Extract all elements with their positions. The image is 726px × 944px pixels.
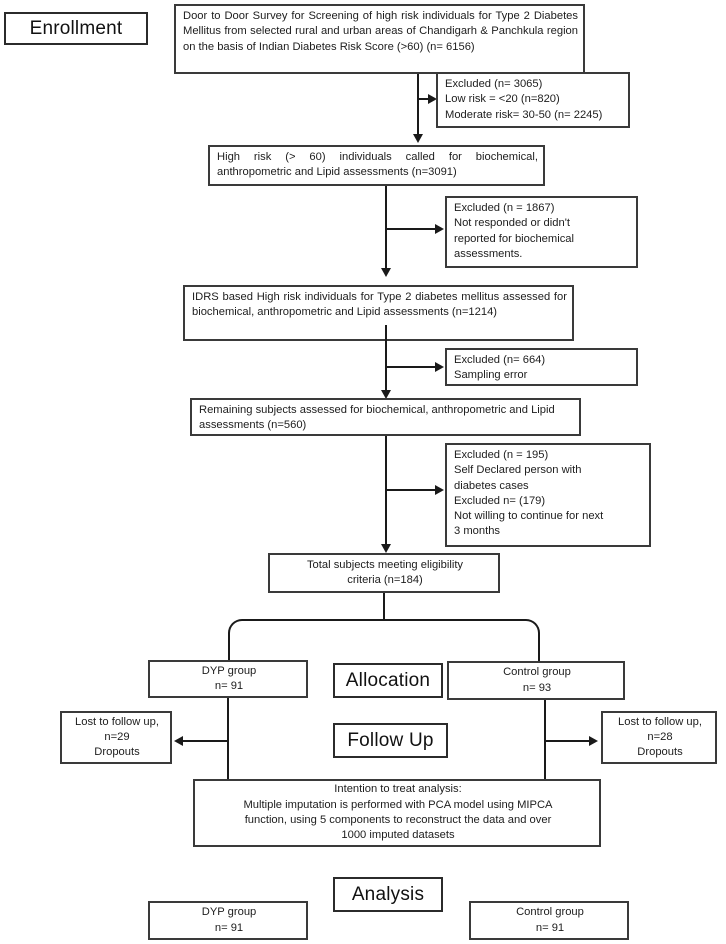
- node-analysis-control-line-1: Control group: [516, 906, 584, 919]
- arrowhead-dyp-to-lost-left: [174, 736, 183, 746]
- connector-eligible-stem: [383, 593, 385, 619]
- node-remaining-subjects-text: Remaining subjects assessed for biochemi…: [199, 404, 555, 432]
- node-lost-followup-right-line-1: Lost to follow up,: [618, 715, 702, 728]
- node-lost-followup-right-line-2: n=28: [647, 730, 673, 743]
- connector-brace-right-drop: [538, 640, 540, 662]
- stage-label-follow-up: Follow Up: [333, 723, 448, 758]
- node-excluded-3-line-1: Excluded (n= 664): [454, 354, 546, 366]
- connector-highrisk-to-idrs: [385, 186, 387, 270]
- node-high-risk-called: High risk (> 60) individuals called for …: [208, 145, 545, 186]
- arrowhead-to-excluded-4: [435, 485, 444, 495]
- node-lost-followup-right-line-3: Dropouts: [637, 746, 683, 759]
- connector-to-excluded-2: [387, 228, 439, 230]
- node-itt-line-3: function, using 5 components to reconstr…: [244, 814, 552, 826]
- node-screening: Door to Door Survey for Screening of hig…: [174, 4, 585, 74]
- node-excluded-4-line-4: Excluded n= (179): [454, 494, 546, 507]
- node-lost-followup-right: Lost to follow up, n=28 Dropouts: [601, 711, 717, 764]
- node-excluded-4-line-3: diabetes cases: [454, 479, 529, 492]
- node-itt-line-2: Multiple imputation is performed with PC…: [243, 798, 553, 811]
- node-excluded-3: Excluded (n= 664) Sampling error: [445, 348, 638, 386]
- node-excluded-3-line-2: Sampling error: [454, 369, 528, 382]
- node-excluded-2-line-4: assessments.: [454, 247, 523, 260]
- node-intention-to-treat: Intention to treat analysis: Multiple im…: [193, 779, 601, 847]
- connector-allocation-split-brace: [228, 619, 540, 661]
- node-idrs-assessed-text: IDRS based High risk individuals for Typ…: [192, 291, 567, 319]
- connector-control-to-lost-right: [546, 740, 592, 742]
- arrowhead-remaining-to-eligible: [381, 544, 391, 553]
- connector-brace-left-drop: [228, 640, 230, 662]
- stage-label-follow-up-text: Follow Up: [347, 730, 434, 751]
- arrowhead-to-excluded-1: [428, 94, 437, 104]
- stage-label-enrollment: Enrollment: [4, 12, 148, 45]
- node-allocation-dyp-line-2: n= 91: [214, 680, 244, 692]
- stage-label-allocation-text: Allocation: [345, 670, 431, 691]
- node-itt-line-4: 1000 imputed datasets: [341, 829, 455, 842]
- arrowhead-control-to-lost-right: [589, 736, 598, 746]
- arrowhead-highrisk-to-idrs: [381, 268, 391, 277]
- node-allocation-dyp-group: DYP group n= 91: [148, 660, 308, 698]
- node-excluded-2-line-2: Not responded or didn't: [454, 217, 570, 230]
- connector-idrs-to-remaining: [385, 325, 387, 393]
- connector-control-to-itt: [544, 700, 546, 782]
- node-allocation-control-line-2: n= 93: [522, 681, 552, 694]
- stage-label-allocation: Allocation: [333, 663, 443, 698]
- node-analysis-dyp-group: DYP group n= 91: [148, 901, 308, 940]
- node-excluded-4-line-2: Self Declared person with: [454, 464, 582, 477]
- stage-label-analysis-text: Analysis: [351, 884, 425, 905]
- node-excluded-4: Excluded (n = 195) Self Declared person …: [445, 443, 651, 547]
- arrowhead-to-excluded-3: [435, 362, 444, 372]
- node-excluded-1-line-1: Excluded (n= 3065): [445, 78, 543, 90]
- node-excluded-2-line-1: Excluded (n = 1867): [454, 202, 555, 214]
- node-eligible-subjects-line-2: criteria (n=184): [347, 574, 423, 586]
- node-allocation-control-line-1: Control group: [503, 666, 571, 679]
- node-allocation-dyp-line-1: DYP group: [201, 664, 257, 677]
- node-high-risk-called-text: High risk (> 60) individuals called for …: [217, 151, 538, 179]
- node-excluded-4-line-6: 3 months: [454, 525, 501, 538]
- node-excluded-4-line-1: Excluded (n = 195): [454, 449, 549, 461]
- node-lost-followup-left-line-1: Lost to follow up,: [75, 715, 159, 728]
- node-excluded-1: Excluded (n= 3065) Low risk = <20 (n=820…: [436, 72, 630, 128]
- connector-dyp-to-itt: [227, 698, 229, 782]
- node-excluded-2-line-3: reported for biochemical: [454, 232, 575, 245]
- node-analysis-dyp-line-2: n= 91: [214, 921, 244, 934]
- connector-to-excluded-4: [387, 489, 439, 491]
- connector-screening-to-highrisk: [417, 74, 419, 136]
- connector-remaining-to-eligible: [385, 436, 387, 546]
- arrowhead-idrs-to-remaining: [381, 390, 391, 399]
- stage-label-analysis: Analysis: [333, 877, 443, 912]
- node-itt-line-1: Intention to treat analysis:: [334, 783, 462, 796]
- node-eligible-subjects-line-1: Total subjects meeting eligibility: [306, 558, 464, 571]
- node-excluded-1-line-2: Low risk = <20 (n=820): [445, 93, 560, 106]
- node-lost-followup-left: Lost to follow up, n=29 Dropouts: [60, 711, 172, 764]
- connector-to-excluded-1: [419, 98, 433, 100]
- node-lost-followup-left-line-3: Dropouts: [94, 746, 140, 759]
- node-analysis-dyp-line-1: DYP group: [201, 906, 257, 919]
- node-excluded-4-line-5: Not willing to continue for next: [454, 510, 604, 523]
- node-analysis-control-group: Control group n= 91: [469, 901, 629, 940]
- node-allocation-control-group: Control group n= 93: [447, 661, 625, 700]
- arrowhead-screening-to-highrisk: [413, 134, 423, 143]
- node-eligible-subjects: Total subjects meeting eligibility crite…: [268, 553, 500, 593]
- node-lost-followup-left-line-2: n=29: [104, 730, 130, 743]
- node-remaining-subjects: Remaining subjects assessed for biochemi…: [190, 398, 581, 436]
- node-analysis-control-line-2: n= 91: [535, 921, 565, 934]
- connector-dyp-to-lost-left: [182, 740, 228, 742]
- connector-to-excluded-3: [387, 366, 439, 368]
- node-idrs-assessed: IDRS based High risk individuals for Typ…: [183, 285, 574, 341]
- node-screening-text: Door to Door Survey for Screening of hig…: [183, 10, 578, 53]
- node-excluded-1-line-3: Moderate risk= 30-50 (n= 2245): [445, 108, 603, 121]
- arrowhead-to-excluded-2: [435, 224, 444, 234]
- stage-label-enrollment-text: Enrollment: [29, 18, 123, 39]
- node-excluded-2: Excluded (n = 1867) Not responded or did…: [445, 196, 638, 268]
